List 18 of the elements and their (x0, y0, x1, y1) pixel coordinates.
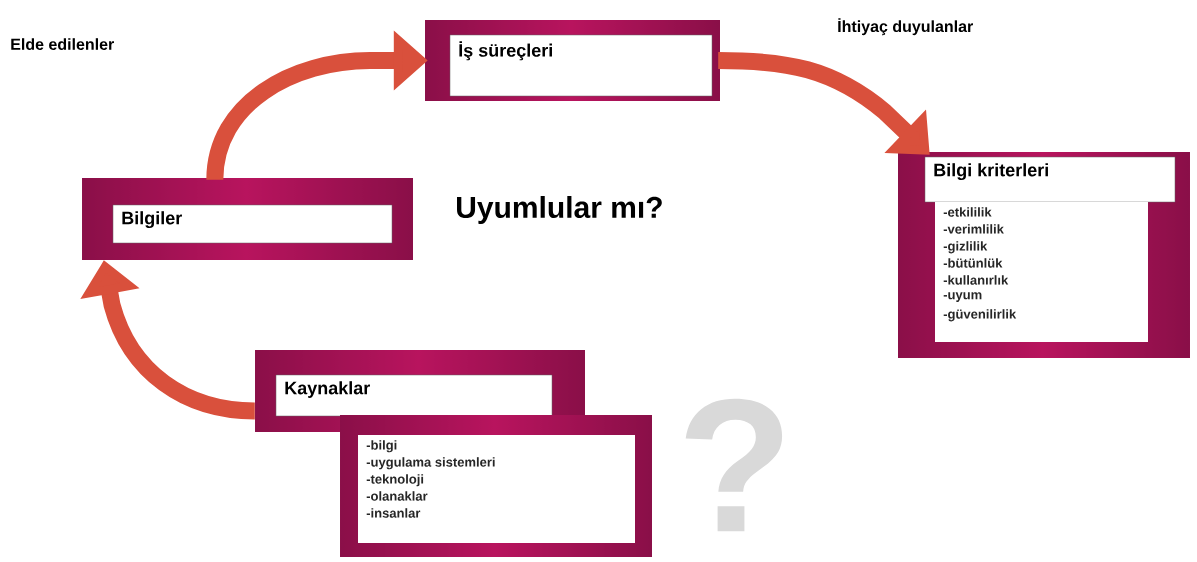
side-label: İhtiyaç duyulanlar (838, 18, 973, 36)
question-mark: ? (685, 398, 783, 532)
process-box: -bilgi -uygulama sistemleri -teknoloji -olanaklar -insanlar (358, 435, 635, 543)
node-label: Bilgi kriterleri (934, 163, 1048, 181)
node-label: -güvenilirlik (943, 309, 1017, 322)
node-label: -gizlilik (943, 241, 988, 254)
process-box: Bilgiler (112, 204, 393, 244)
side-label: Elde edilenler (11, 38, 114, 50)
process-box: Bilgi kriterleri -etkililik -verimlilik -gizlilik -bütünlük -kullanırlık -uyum -güvenilirlik (924, 156, 1176, 342)
node-label: -bütünlük (943, 258, 1003, 268)
node-label: -uyum (943, 292, 982, 302)
node-label: -etkililik (943, 207, 992, 217)
process-box: Kaynaklar (275, 374, 553, 417)
curved-arrow (718, 52, 930, 155)
node-label: -kullanırlık (943, 275, 1009, 285)
question-text: Uyumlular mı? (457, 196, 662, 224)
node-label: -verimlilik (943, 224, 1004, 234)
process-box: İş süreçleri (449, 34, 713, 97)
